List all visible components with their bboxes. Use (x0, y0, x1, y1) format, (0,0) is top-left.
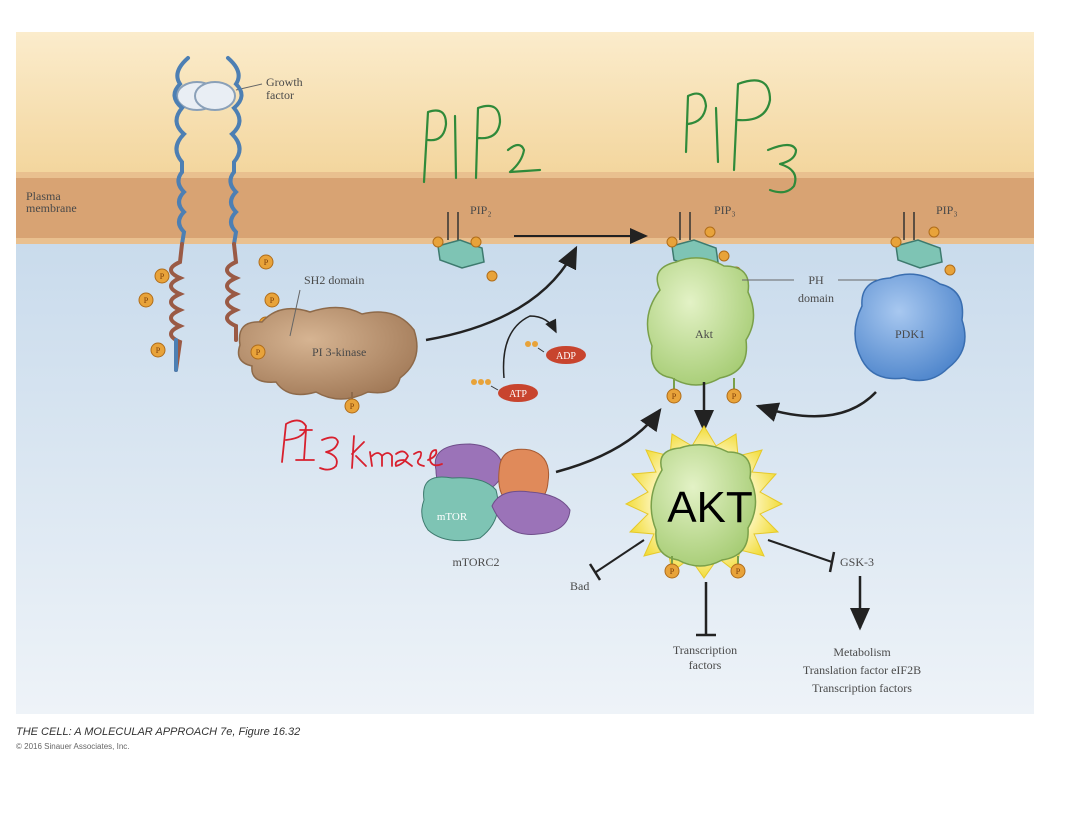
pip2-lipid (432, 212, 498, 282)
pi3-kinase-label: PI 3-kinase (312, 345, 366, 359)
akt-active-label: AKT (667, 483, 753, 532)
bad-label: Bad (570, 579, 589, 593)
atp-molecule: ATP (471, 379, 538, 402)
phosphate-label: P (672, 392, 677, 401)
mtorc2-complex (421, 443, 571, 542)
pip3-pdk1-label: PIP₃ (936, 203, 958, 217)
handwritten-pip2 (422, 104, 542, 184)
pdk1 (854, 273, 966, 382)
mtorc2-phosphorylation-arrow (555, 407, 662, 474)
gsk3-label: GSK-3 (840, 555, 874, 569)
akt-label: Akt (695, 327, 714, 341)
atp-adp-arrow (502, 315, 557, 379)
phosphate-label: P (160, 272, 165, 281)
pdk1-label: PDK1 (895, 327, 925, 341)
receptor-phosphates: P P P P P P (138, 254, 280, 358)
plasma-membrane (16, 172, 1034, 244)
phosphate-label: P (350, 402, 355, 411)
ph-domain-label-2: domain (798, 291, 834, 305)
extracellular-space (16, 32, 1034, 172)
plasma-membrane-label: Plasma (26, 189, 61, 203)
handwritten-pi3-kinase (281, 419, 443, 471)
transcription-factors-label: Transcription (673, 643, 737, 657)
phosphate-label: P (256, 348, 261, 357)
atp-label: ATP (509, 389, 527, 400)
receptor-tyrosine-kinase (169, 56, 244, 372)
pip3-lipid-pdk1 (890, 212, 956, 276)
handwritten-pip3 (684, 79, 798, 194)
phosphate-label: P (264, 258, 269, 267)
growth-factor (176, 81, 263, 111)
sh2-domain-label: SH2 domain (304, 273, 364, 287)
phosphate-label: P (670, 567, 675, 576)
phosphate-label: P (736, 567, 741, 576)
gsk3-inhibition-line (767, 539, 833, 563)
bad-inhibition-line (595, 539, 645, 573)
figure-credit-copyright: © 2016 Sinauer Associates, Inc. (16, 742, 130, 751)
phosphate-label: P (144, 296, 149, 305)
mtor-label: mTOR (437, 511, 468, 523)
metabolism-label: Metabolism (833, 645, 891, 659)
pip2-label: PIP₂ (470, 203, 492, 217)
growth-factor-label: Growth (266, 75, 303, 89)
pi3k-activation-arrow (425, 245, 578, 342)
pip3-akt-label: PIP₃ (714, 203, 736, 217)
pi3-kinase: PP (237, 306, 418, 414)
phosphate-label: P (270, 296, 275, 305)
phosphate-label: P (732, 392, 737, 401)
mtorc2-label: mTORC2 (452, 555, 499, 569)
adp-label: ADP (556, 351, 576, 362)
plasma-membrane-label-2: membrane (26, 201, 77, 215)
ph-domain-label: PH (808, 273, 824, 287)
transcription-factors-output-label: Transcription factors (812, 681, 912, 695)
transcription-factors-label-2: factors (689, 658, 722, 672)
growth-factor-label-2: factor (266, 88, 294, 102)
translation-factor-label: Translation factor eIF2B (803, 663, 921, 677)
phosphate-label: P (156, 346, 161, 355)
figure-credit-title: THE CELL: A MOLECULAR APPROACH 7e, Figur… (16, 726, 301, 738)
pdk1-phosphorylation-arrow (755, 391, 877, 422)
adp-molecule: ADP (525, 341, 586, 364)
